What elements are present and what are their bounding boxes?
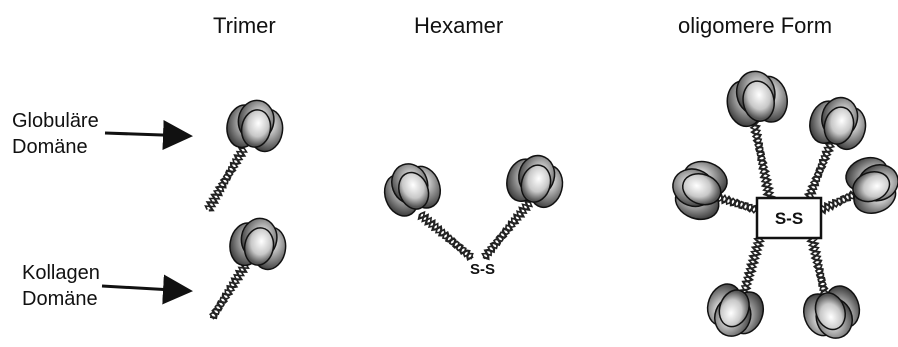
oligomer-left-head bbox=[664, 153, 732, 225]
trimer-top-helix-strand bbox=[206, 148, 247, 210]
hexamer-left-helix-strand bbox=[420, 212, 473, 259]
globular-pointer-arrow bbox=[105, 133, 190, 136]
hexamer-right-helix-strand bbox=[482, 202, 531, 259]
hexamer-right-head bbox=[502, 149, 569, 211]
trimer-bottom-head bbox=[227, 214, 290, 272]
trimer-top-head bbox=[224, 96, 287, 154]
oligomer-top-left-head bbox=[722, 66, 790, 129]
hexamer-ss-bond-label: S-S bbox=[470, 261, 495, 278]
oligomer-bottom-left-head bbox=[700, 279, 769, 344]
oligomer-top-right-helix-strand bbox=[804, 135, 837, 199]
oligomer-bottom-right-head bbox=[798, 281, 867, 346]
oligomer-top-right-head bbox=[805, 91, 872, 153]
collagen-pointer-arrow bbox=[102, 286, 190, 291]
oligomer-right-head bbox=[841, 150, 898, 219]
hexamer-left-head bbox=[377, 155, 446, 220]
oligomer-ss-bond-label: S-S bbox=[775, 209, 803, 228]
